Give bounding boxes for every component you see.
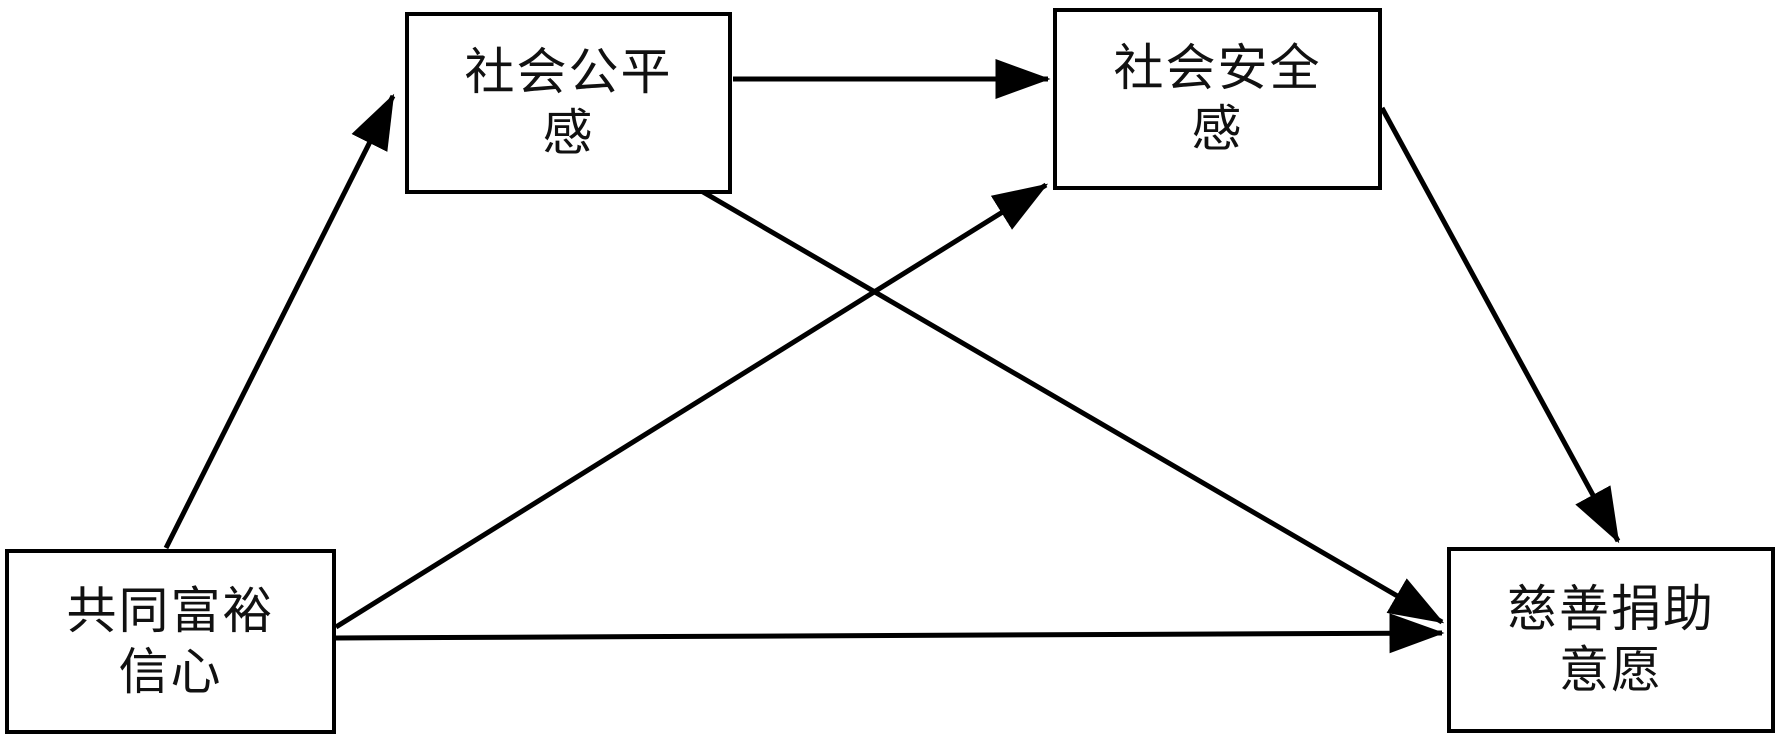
node-common-prosperity-confidence[interactable]: 共同富裕 信心 [5,549,336,734]
edge-confidence-to-security [334,182,1049,630]
edge-confidence-to-donation [335,613,1445,654]
edge-confidence-to-fairness [163,93,396,550]
node-charity-donation-willingness-label: 慈善捐助 意愿 [1507,581,1715,698]
node-social-fairness-label: 社会公平 感 [464,44,673,161]
node-social-security-label: 社会安全 感 [1113,40,1322,157]
edge-security-to-donation [1379,106,1621,544]
node-common-prosperity-confidence-label: 共同富裕 信心 [66,582,275,700]
edge-fairness-to-donation [646,157,1445,625]
node-charity-donation-willingness[interactable]: 慈善捐助 意愿 [1447,547,1775,733]
node-social-fairness[interactable]: 社会公平 感 [405,12,732,194]
node-social-security[interactable]: 社会安全 感 [1053,8,1382,190]
